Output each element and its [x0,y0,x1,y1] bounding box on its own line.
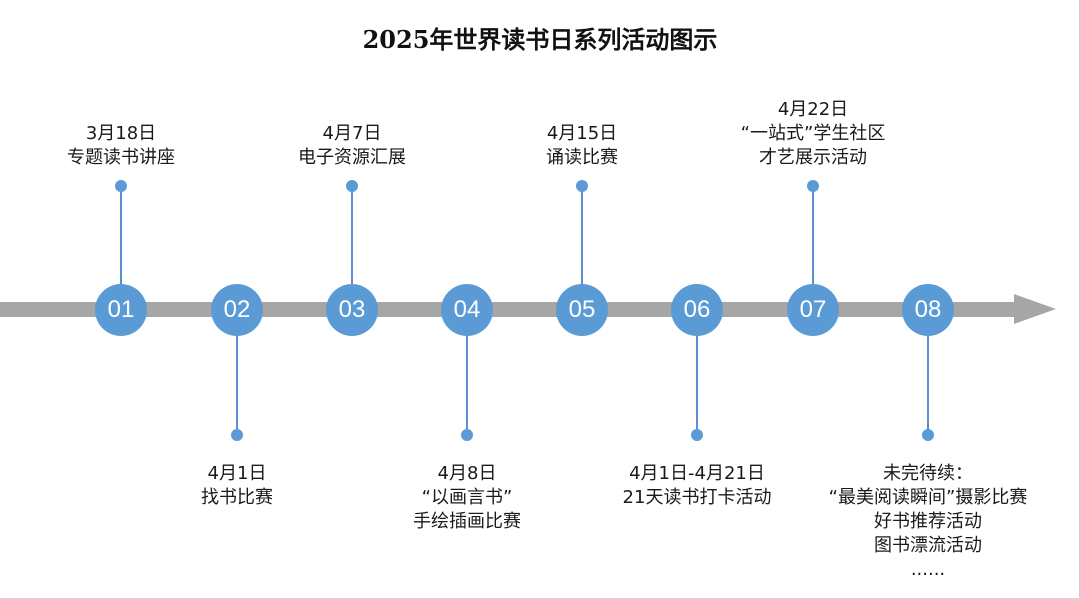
event-01-label-line: 3月18日 [85,123,157,144]
event-03-label-line: 电子资源汇展 [298,147,406,168]
event-04-label-line: 手绘插画比赛 [413,511,521,532]
event-01-label: 3月18日专题读书讲座 [1,122,241,170]
timeline-axis [0,302,1018,317]
event-02-dot [231,429,243,441]
event-02-label-line: 找书比赛 [201,487,273,508]
event-08-label-line: “最美阅读瞬间”摄影比赛 [828,487,1028,508]
event-08-dot [922,429,934,441]
event-06-label-line: 4月1日-4月21日 [629,463,765,484]
event-04-label-line: 4月8日 [437,463,497,484]
event-05-label-line: 诵读比赛 [546,147,618,168]
event-08-label: 未完待续： “最美阅读瞬间”摄影比赛好书推荐活动图书漂流活动...... [808,462,1048,582]
event-05-label-line: 4月15日 [546,123,618,144]
event-05-label: 4月15日诵读比赛 [462,122,702,170]
event-03-label-line: 4月7日 [322,123,382,144]
event-07-label: 4月22日 “一站式”学生社区才艺展示活动 [693,98,933,170]
event-05-node: 05 [556,284,608,336]
event-07-label-line: 才艺展示活动 [759,147,867,168]
event-06-stem [696,310,698,435]
event-06-label: 4月1日-4月21日 21天读书打卡活动 [577,462,817,510]
event-03-node: 03 [326,284,378,336]
event-04-dot [461,429,473,441]
event-01-stem [120,186,122,310]
event-02-stem [236,310,238,435]
event-07-label-line: “一站式”学生社区 [740,123,886,144]
event-08-label-line: 未完待续： [883,463,973,484]
event-08-label-line: 图书漂流活动 [874,535,982,556]
timeline-arrow-head [1014,294,1056,324]
event-02-node: 02 [211,284,263,336]
event-08-node: 08 [902,284,954,336]
event-04-node: 04 [441,284,493,336]
event-01-node: 01 [95,284,147,336]
event-08-stem [927,310,929,435]
event-04-label-line: “以画言书” [421,487,513,508]
event-07-node: 07 [787,284,839,336]
event-07-label-line: 4月22日 [777,99,849,120]
event-08-label-line: 好书推荐活动 [874,511,982,532]
event-03-dot [346,180,358,192]
event-06-dot [691,429,703,441]
event-02-label: 4月1日找书比赛 [117,462,357,510]
event-04-stem [466,310,468,435]
event-06-node: 06 [671,284,723,336]
diagram-title: 2025年世界读书日系列活动图示 [362,25,718,54]
event-07-dot [807,180,819,192]
event-06-label-line: 21天读书打卡活动 [622,487,772,508]
event-01-label-line: 专题读书讲座 [67,147,175,168]
event-04-label: 4月8日 “以画言书” 手绘插画比赛 [347,462,587,534]
event-01-dot [115,180,127,192]
event-02-label-line: 4月1日 [207,463,267,484]
event-07-stem [812,186,814,310]
event-03-stem [351,186,353,310]
event-03-label: 4月7日电子资源汇展 [232,122,472,170]
event-05-stem [581,186,583,310]
event-08-label-line: ...... [910,559,946,580]
event-05-dot [576,180,588,192]
